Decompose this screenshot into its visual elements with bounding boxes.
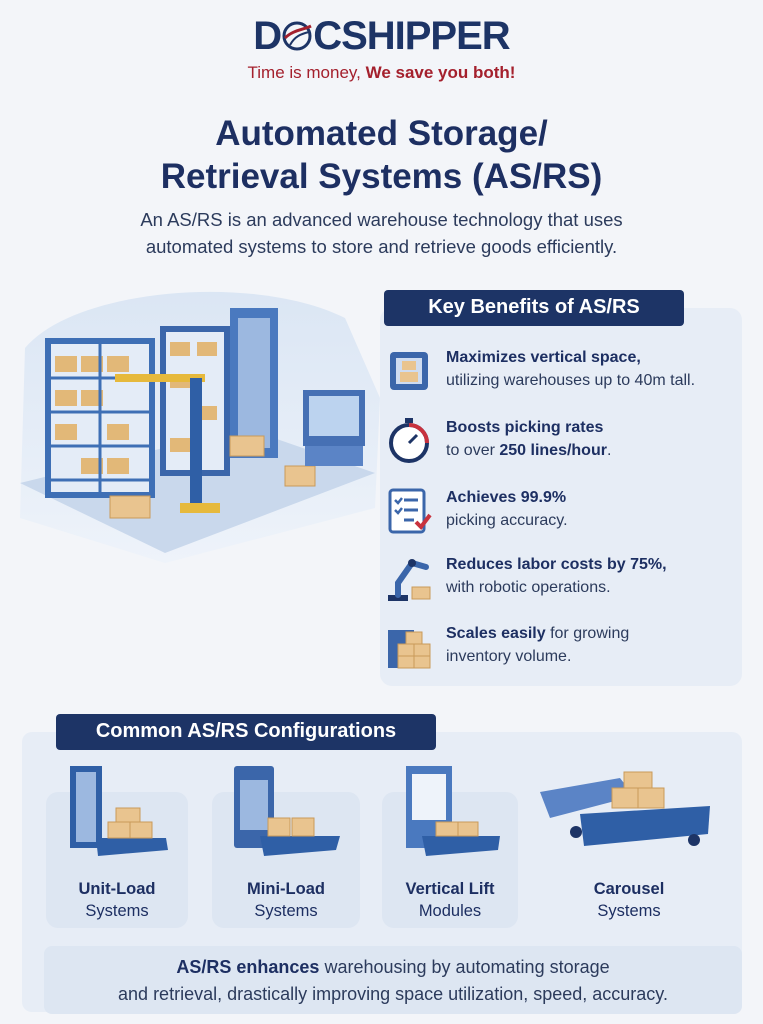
tagline: Time is money, We save you both! (0, 63, 763, 83)
config-title-line2: Modules (418, 902, 482, 920)
benefit-title: Scales easily (446, 625, 546, 642)
config-title-line2: Systems (85, 902, 149, 920)
benefit-item: Reduces labor costs by 75%, with robotic… (446, 553, 742, 599)
configurations-heading: Common AS/RS Configurations (56, 714, 436, 750)
page-title: Automated Storage/ Retrieval Systems (AS… (0, 112, 763, 198)
title-line-1: Automated Storage/ (215, 114, 548, 153)
benefit-detail-pre: to over (446, 442, 500, 459)
intro-line-1: An AS/RS is an advanced warehouse techno… (140, 209, 623, 230)
carousel-illustration (540, 771, 710, 846)
intro-line-2: automated systems to store and retrieve … (145, 236, 618, 257)
benefit-title: Reduces labor costs by 75%, (446, 556, 667, 573)
storage-rack (45, 338, 155, 498)
checklist-icon (388, 488, 432, 534)
intro-text: An AS/RS is an advanced warehouse techno… (0, 206, 763, 260)
summary-line1: warehousing by automating storage (319, 957, 610, 977)
config-title-line1: Unit-Load (78, 880, 156, 898)
benefit-title: Maximizes vertical space, (446, 349, 641, 366)
benefit-title: Boosts picking rates (446, 419, 604, 436)
vertical-shelving-icon (390, 352, 428, 390)
benefit-detail: picking accuracy. (446, 512, 568, 529)
benefit-detail: with robotic operations. (446, 579, 611, 596)
benefit-detail-inline: for growing (545, 625, 630, 642)
config-card-vertical-lift: Vertical Lift Modules (382, 766, 518, 928)
tagline-plain: Time is money, (247, 63, 361, 82)
config-title: Vertical Lift Modules (382, 878, 518, 922)
stacked-boxes-icon (388, 630, 431, 669)
robotic-arm-icon (388, 559, 431, 601)
brand-logo: D CSHIPPER (0, 14, 763, 59)
benefit-item: Achieves 99.9% picking accuracy. (446, 486, 742, 532)
config-title-line1: Carousel (593, 880, 665, 898)
benefit-item: Boosts picking rates to over 250 lines/h… (446, 416, 742, 462)
config-title: Carousel Systems (540, 878, 718, 922)
title-line-2: Retrieval Systems (AS/RS) (160, 157, 603, 196)
config-title-line1: Mini-Load (247, 880, 325, 898)
benefit-item: Scales easily for growing inventory volu… (446, 622, 742, 668)
config-title-line2: Systems (254, 902, 318, 920)
benefit-detail-post: . (606, 442, 612, 459)
benefit-detail: utilizing warehouses up to 40m tall. (446, 372, 696, 389)
control-station (303, 390, 365, 466)
stacker-crane (115, 374, 220, 513)
summary-line2: and retrieval, drastically improving spa… (118, 984, 668, 1004)
benefits-heading: Key Benefits of AS/RS (384, 290, 684, 326)
logo-letter: D (253, 14, 282, 58)
summary-text: AS/RS enhances warehousing by automating… (44, 946, 742, 1014)
benefit-detail: to over 250 lines/hour. (446, 439, 742, 462)
benefits-panel (380, 308, 742, 686)
tagline-bold: We save you both! (365, 63, 516, 82)
globe-icon (282, 21, 312, 51)
config-card-carousel: Carousel Systems (540, 771, 718, 928)
unit-load-illustration (70, 766, 168, 856)
warehouse-illustration (20, 291, 380, 563)
benefit-detail-bold: 250 lines/hour (499, 442, 607, 459)
config-card-mini-load: Mini-Load Systems (212, 766, 360, 928)
config-card-unit-load: Unit-Load Systems (46, 766, 188, 928)
benefit-title: Achieves 99.9% (446, 489, 567, 506)
stopwatch-icon (389, 418, 429, 463)
benefit-detail: inventory volume. (446, 648, 572, 665)
benefit-item: Maximizes vertical space, utilizing ware… (446, 346, 742, 392)
config-title: Unit-Load Systems (46, 878, 188, 922)
mini-load-illustration (234, 766, 340, 856)
vertical-lift-illustration (406, 766, 500, 856)
config-title: Mini-Load Systems (212, 878, 360, 922)
config-title-line2: Systems (597, 902, 661, 920)
config-title-line1: Vertical Lift (405, 880, 495, 898)
logo-wordmark: CSHIPPER (313, 14, 510, 58)
summary-bold: AS/RS enhances (176, 957, 320, 977)
